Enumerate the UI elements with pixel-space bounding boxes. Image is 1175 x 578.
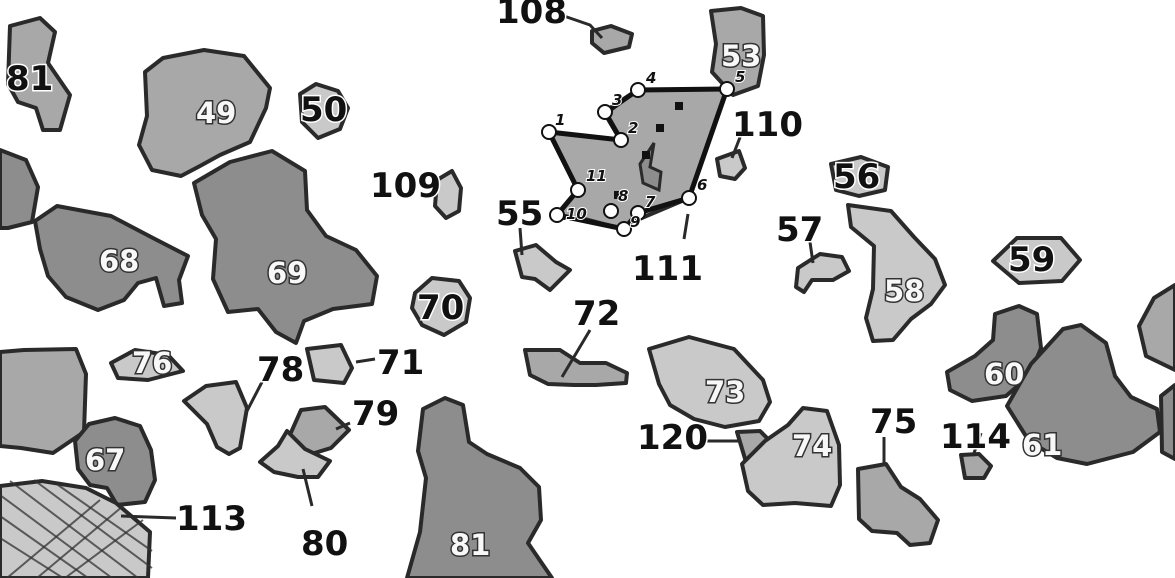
region-right-edge[interactable] xyxy=(1139,285,1175,370)
region-114-parcel[interactable] xyxy=(961,454,991,478)
label-109[interactable]: 109 xyxy=(370,166,441,206)
label-73[interactable]: 73 xyxy=(705,375,745,409)
leader-111 xyxy=(684,214,688,239)
vertex-6-marker[interactable] xyxy=(682,191,696,205)
vertex-2-marker[interactable] xyxy=(614,133,628,147)
label-60[interactable]: 60 xyxy=(984,357,1024,391)
label-76[interactable]: 76 xyxy=(132,346,172,380)
region-57-parcel[interactable] xyxy=(796,254,849,292)
label-55[interactable]: 55 xyxy=(496,194,543,234)
label-110[interactable]: 110 xyxy=(732,105,803,145)
region-69[interactable] xyxy=(194,151,377,343)
region-58[interactable] xyxy=(848,205,945,341)
label-68[interactable]: 68 xyxy=(99,244,139,278)
vertex-10-label: 10 xyxy=(566,205,587,223)
label-69[interactable]: 69 xyxy=(267,256,307,290)
label-70[interactable]: 70 xyxy=(417,288,464,328)
label-61[interactable]: 61 xyxy=(1022,428,1062,462)
vertex-8-label: 8 xyxy=(618,187,628,205)
vertex-4-marker[interactable] xyxy=(631,83,645,97)
region-110-parcel[interactable] xyxy=(717,151,745,179)
label-113[interactable]: 113 xyxy=(176,499,247,539)
region-78-parcel[interactable] xyxy=(184,382,247,454)
vertex-11-marker[interactable] xyxy=(571,183,585,197)
region-108-parcel[interactable] xyxy=(592,26,632,53)
label-111[interactable]: 111 xyxy=(632,249,703,289)
vertex-1-label: 1 xyxy=(555,111,565,129)
boundary-square-marker xyxy=(656,124,664,132)
label-120[interactable]: 120 xyxy=(637,418,708,458)
vertex-5-marker[interactable] xyxy=(720,82,734,96)
vertex-3-label: 3 xyxy=(612,91,622,109)
vertex-6-label: 6 xyxy=(697,176,707,194)
region-71-parcel[interactable] xyxy=(307,345,352,383)
vertex-4-label: 4 xyxy=(645,69,656,87)
label-53[interactable]: 53 xyxy=(721,39,761,73)
vertex-9-label: 9 xyxy=(630,213,640,231)
vertex-10-marker[interactable] xyxy=(550,208,564,222)
label-79[interactable]: 79 xyxy=(352,394,399,434)
vertex-8-marker[interactable] xyxy=(604,204,618,218)
label-78[interactable]: 78 xyxy=(257,350,304,390)
label-71[interactable]: 71 xyxy=(377,343,424,383)
region-left-edge-lower[interactable] xyxy=(0,349,86,453)
label-57[interactable]: 57 xyxy=(776,210,823,250)
map-background-regions xyxy=(0,8,1175,578)
vertex-2-label: 2 xyxy=(628,119,638,137)
label-80[interactable]: 80 xyxy=(301,524,348,564)
label-81[interactable]: 81 xyxy=(450,528,490,562)
vertex-7-label: 7 xyxy=(645,193,656,211)
region-right-edge-lower[interactable] xyxy=(1161,385,1175,459)
vertex-1-marker[interactable] xyxy=(542,125,556,139)
label-72[interactable]: 72 xyxy=(573,294,620,334)
label-49[interactable]: 49 xyxy=(196,96,236,130)
label-50[interactable]: 50 xyxy=(300,90,347,130)
label-74[interactable]: 74 xyxy=(792,429,832,463)
boundary-square-marker xyxy=(675,102,683,110)
label-75[interactable]: 75 xyxy=(870,402,917,442)
boundary-square-marker xyxy=(642,151,650,159)
label-58[interactable]: 58 xyxy=(884,274,924,308)
region-75-parcel[interactable] xyxy=(858,464,938,545)
leader-71 xyxy=(356,359,375,362)
vertex-3-marker[interactable] xyxy=(598,105,612,119)
vertex-11-label: 11 xyxy=(586,167,607,185)
label-59[interactable]: 59 xyxy=(1008,240,1055,280)
label-56[interactable]: 56 xyxy=(833,157,880,197)
label-108[interactable]: 108 xyxy=(496,0,567,32)
vertex-9-marker[interactable] xyxy=(617,222,631,236)
highlighted-parcel: 1 2 3 4 5 6 7 8 9 10 11 xyxy=(542,68,745,236)
leader-113 xyxy=(121,516,176,518)
label-67[interactable]: 67 xyxy=(85,443,125,477)
label-81-left[interactable]: 81 xyxy=(6,59,53,99)
label-114[interactable]: 114 xyxy=(940,417,1011,457)
region-left-edge-upper[interactable] xyxy=(0,150,38,228)
